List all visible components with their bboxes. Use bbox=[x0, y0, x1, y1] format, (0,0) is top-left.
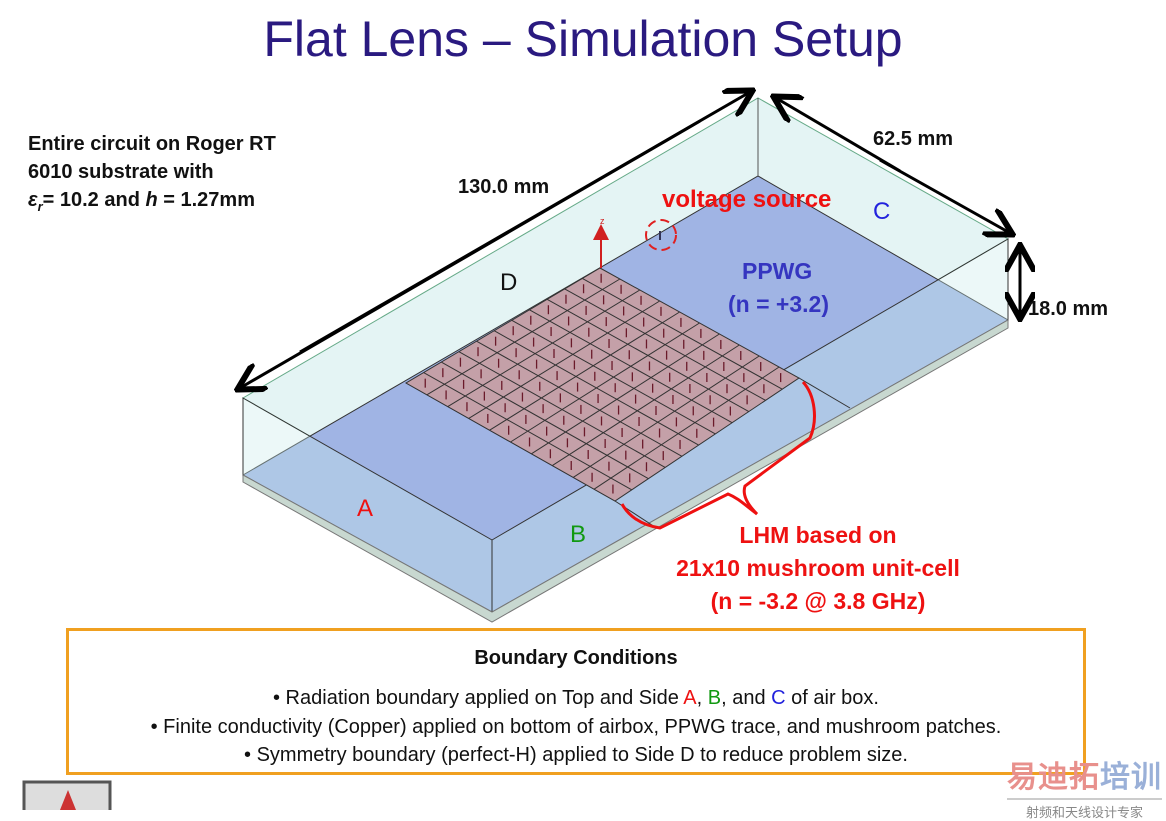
substrate-edge bbox=[242, 319, 1009, 623]
epsilon-subscript: r bbox=[37, 199, 43, 214]
grid-line bbox=[468, 300, 660, 419]
grid-line bbox=[593, 366, 780, 490]
epsilon-symbol: ε bbox=[28, 189, 38, 211]
side-d-label: D bbox=[500, 269, 518, 296]
lhm-bracket bbox=[620, 380, 816, 530]
boundary-heading: Boundary Conditions bbox=[474, 647, 678, 669]
line1-side-b: B bbox=[707, 687, 722, 709]
line1-sep: , and bbox=[721, 687, 772, 709]
university-logo-icon bbox=[22, 780, 112, 810]
h-value: = 1.27mm bbox=[157, 189, 255, 211]
side-a-label: A bbox=[357, 495, 374, 522]
ppwg-label: PPWG bbox=[742, 258, 813, 284]
grid-line bbox=[552, 344, 740, 467]
lhm-line-2: 21x10 mushroom unit-cell bbox=[676, 555, 960, 581]
grid-line bbox=[572, 355, 760, 478]
boundary-line-1: • Radiation boundary applied on Top and … bbox=[69, 684, 1083, 713]
lhm-line-1: LHM based on bbox=[739, 522, 897, 548]
line1-text: • Radiation boundary applied on Top and … bbox=[273, 687, 684, 709]
line1-end: of air box. bbox=[785, 687, 879, 709]
substrate-line-1: Entire circuit on Roger RT bbox=[28, 133, 276, 155]
substrate-line-3: εr= 10.2 and h = 1.27mm bbox=[28, 186, 276, 221]
substrate-note: Entire circuit on Roger RT 6010 substrat… bbox=[28, 130, 276, 221]
side-c-label: C bbox=[873, 198, 891, 225]
h-symbol: h bbox=[145, 189, 158, 211]
brand-red: 易迪拓 bbox=[1007, 761, 1100, 794]
boundary-line-2: • Finite conductivity (Copper) applied o… bbox=[150, 715, 1002, 738]
height-label: 18.0 mm bbox=[1028, 298, 1109, 320]
lhm-description: LHM based on 21x10 mushroom unit-cell (n… bbox=[618, 519, 1018, 618]
watermark-brand: 易迪拓培训 bbox=[1007, 752, 1162, 796]
grid-line bbox=[426, 278, 621, 396]
length-label: 130.0 mm bbox=[458, 176, 550, 198]
mushroom-lhm-grid bbox=[405, 267, 800, 502]
watermark-tagline: 射频和天线设计专家 bbox=[1007, 798, 1162, 821]
width-label: 62.5 mm bbox=[873, 128, 954, 150]
line1-sep: , bbox=[696, 687, 708, 709]
voltage-source-marker bbox=[645, 219, 677, 251]
line1-side-a: A bbox=[683, 687, 697, 709]
line1-side-c: C bbox=[771, 687, 786, 709]
side-b-label: B bbox=[570, 521, 587, 548]
slide-title: Flat Lens – Simulation Setup bbox=[263, 11, 903, 67]
eps-value: = 10.2 and bbox=[42, 189, 146, 211]
z-axis-label: z bbox=[600, 216, 605, 226]
grid-line bbox=[447, 289, 641, 408]
watermark-logo: 易迪拓培训 射频和天线设计专家 bbox=[1007, 752, 1162, 821]
voltage-source-label: voltage source bbox=[662, 186, 832, 213]
substrate-line-2: 6010 substrate with bbox=[28, 161, 214, 183]
brand-blue: 培训 bbox=[1100, 761, 1162, 794]
grid-line bbox=[531, 333, 720, 455]
boundary-line-3: • Symmetry boundary (perfect-H) applied … bbox=[244, 744, 908, 766]
width-dimension-arrow bbox=[879, 158, 1010, 233]
boundary-conditions-box: Boundary Conditions • Radiation boundary… bbox=[66, 628, 1086, 775]
lhm-line-3: (n = -3.2 @ 3.8 GHz) bbox=[710, 588, 926, 614]
grid-line bbox=[489, 311, 680, 431]
grid-line bbox=[510, 322, 700, 443]
ppwg-index: (n = +3.2) bbox=[728, 291, 829, 317]
